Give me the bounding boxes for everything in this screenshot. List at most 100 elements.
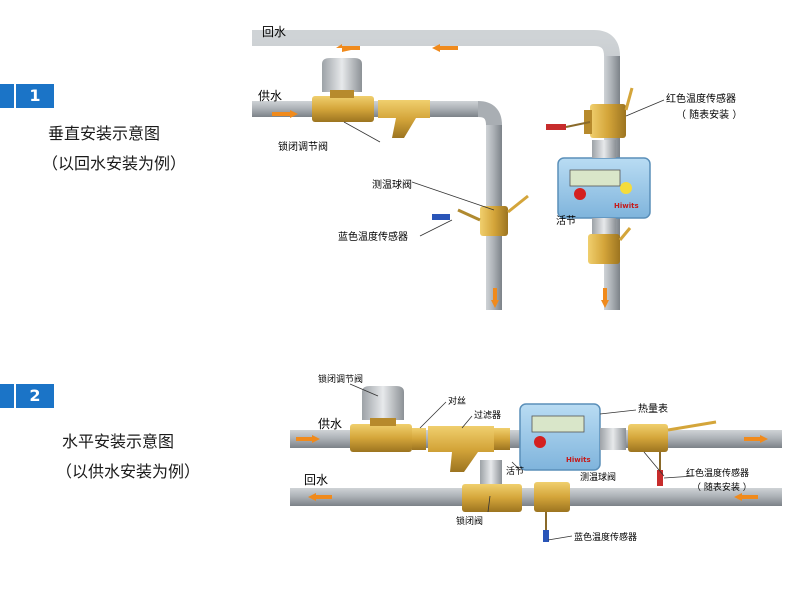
return-pipe [252, 30, 620, 310]
blue-sensor-fitting [534, 482, 570, 512]
lock-valve-neck [330, 90, 354, 98]
section-2-title: 水平安装示意图 [62, 432, 175, 451]
union-handle [618, 227, 632, 241]
section-2-diagram: Hiwits 锁闭调节阀 对丝 过滤器 热量表 供水 回水 活节 测温球阀 红色… [290, 373, 782, 543]
leader-blue-sensor-2 [547, 535, 573, 541]
section-2-number: 2 [16, 384, 54, 408]
leader-red-sensor [625, 99, 665, 117]
supply-pipe [252, 101, 502, 310]
red-sensor-wire [565, 121, 591, 128]
arrow-shaft [493, 288, 497, 302]
leader-ball-valve-2 [643, 451, 665, 477]
section-1-badge: 1 [0, 84, 62, 108]
blue-sensor-stem [457, 208, 481, 222]
lock-valve-2-body [462, 484, 522, 512]
meter-display [569, 169, 621, 187]
arrow-shaft [342, 46, 360, 50]
return-arrow-2a [308, 493, 316, 501]
label-red-sensor-1a: 红色温度传感器 [666, 92, 736, 105]
flange [412, 428, 426, 450]
return-arrow-left-2 [432, 44, 440, 52]
leader-filter [461, 415, 473, 429]
blue-sensor [432, 214, 450, 220]
section-1-diagram: Hiwits 回水 供水 锁闭调节阀 红色温度传感器 （ 随表安装 ） 测温球阀… [252, 25, 742, 310]
union-valve [588, 234, 620, 264]
red-sensor [546, 124, 566, 130]
supply-arrow-2b [760, 435, 768, 443]
arrow-shaft [603, 288, 607, 302]
arrow-shaft [744, 437, 760, 441]
ball-valve-handle [507, 194, 529, 214]
leader-ball-valve [411, 181, 495, 211]
leader-lock-valve-2 [487, 495, 491, 513]
red-sensor-fitting [590, 104, 626, 138]
leader-lock-valve [343, 121, 381, 143]
ball-valve-handle-2 [667, 420, 717, 432]
return-arrow-down [601, 300, 609, 308]
meter-top-connector [592, 140, 616, 158]
arrow-shaft [316, 495, 332, 499]
meter-red-button-2 [534, 436, 546, 448]
blue-sensor-2 [543, 530, 549, 542]
red-sensor-2 [657, 470, 663, 486]
filter [378, 100, 430, 138]
filter-nut [494, 428, 510, 450]
arrow-shaft [742, 495, 758, 499]
meter-red-button [574, 188, 586, 200]
arrow-shaft [296, 437, 312, 441]
section-2-subtitle: （以供水安装为例） [56, 462, 201, 481]
lock-adjust-valve-cap [362, 386, 404, 420]
section-2-badge: 2 [0, 384, 62, 408]
label-supply-water-1: 供水 [258, 89, 282, 103]
leader-flange [419, 401, 447, 429]
label-ball-valve-1: 测温球阀 [372, 178, 412, 191]
meter-yellow-button [620, 182, 632, 194]
section-1-title: 垂直安装示意图 [48, 124, 161, 143]
label-heat-meter-2: 热量表 [638, 402, 668, 415]
arrow-shaft [440, 46, 458, 50]
supply-arrow-right [290, 110, 298, 118]
temp-ball-valve [480, 206, 508, 236]
label-return-water-2: 回水 [304, 473, 328, 487]
label-flange-2: 对丝 [448, 395, 466, 407]
lock-adjust-valve-body [350, 424, 412, 452]
label-red-sensor-2b: （ 随表安装 ） [692, 481, 752, 493]
label-lock-valve-2: 锁闭阀 [456, 515, 483, 527]
label-blue-sensor-1: 蓝色温度传感器 [338, 230, 408, 243]
supply-arrow-2a [312, 435, 320, 443]
leader-union [511, 461, 521, 471]
return-arrow-2b [734, 493, 742, 501]
red-sensor-handle [624, 87, 634, 111]
supply-arrow-down [491, 300, 499, 308]
temp-ball-valve-2 [628, 424, 668, 452]
section-1-subtitle: （以回水安装为例） [42, 154, 187, 173]
meter-connector-2 [600, 428, 626, 450]
label-supply-water-2: 供水 [318, 417, 342, 431]
arrow-shaft [272, 112, 290, 116]
label-filter-2: 过滤器 [474, 409, 501, 421]
label-union-2: 活节 [506, 465, 524, 477]
filter-2 [428, 426, 494, 472]
meter-brand-2: Hiwits [566, 456, 591, 464]
leader-heat-meter [599, 409, 637, 415]
label-red-sensor-2a: 红色温度传感器 [686, 467, 749, 479]
valve-neck [370, 418, 396, 426]
label-union-1: 活节 [556, 215, 576, 227]
leader-lock-adjust [349, 383, 379, 397]
lock-valve-cap [322, 58, 362, 92]
meter-brand-1: Hiwits [614, 202, 639, 210]
label-red-sensor-1b: （ 随表安装 ） [676, 108, 742, 121]
label-lock-valve-1: 锁闭调节阀 [278, 140, 328, 153]
leader-blue-sensor [419, 219, 453, 237]
section-1-number: 1 [16, 84, 54, 108]
label-lock-adjust-valve-2: 锁闭调节阀 [318, 373, 363, 385]
label-return-water-1: 回水 [262, 25, 286, 39]
leader-red-sensor-2 [663, 475, 695, 479]
meter-display-2 [531, 415, 585, 433]
label-ball-valve-2: 测温球阀 [580, 471, 616, 483]
lock-valve-2-cap [480, 460, 502, 484]
meter-bottom-connector [592, 218, 616, 234]
lock-valve-body [312, 96, 374, 122]
label-blue-sensor-2: 蓝色温度传感器 [574, 531, 637, 543]
